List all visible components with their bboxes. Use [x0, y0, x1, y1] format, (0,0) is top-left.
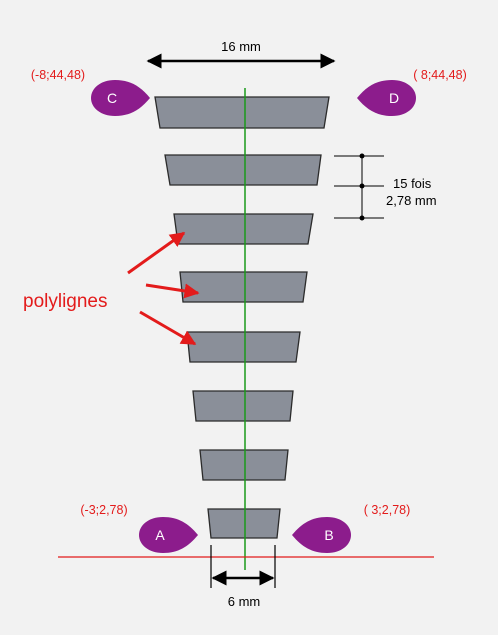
point-c-coords: (-8;44,48) [31, 68, 85, 82]
point-a-marker: A [139, 517, 198, 553]
point-b-marker: B [292, 517, 351, 553]
polyline-trapezoid-1 [154, 96, 330, 129]
polyline-trapezoids [154, 96, 330, 539]
step-size-label: 2,78 mm [386, 193, 437, 208]
polylines-pointer-arrows [127, 231, 200, 346]
polyline-trapezoid-8 [207, 508, 281, 539]
polyline-trapezoid-5 [186, 331, 301, 363]
polyline-trapezoid-4 [179, 271, 308, 303]
polyline-trapezoid-2 [164, 154, 322, 186]
bottom-width-dimension [210, 545, 276, 588]
point-d-letter: D [389, 90, 399, 106]
step-count-label: 15 fois [393, 176, 432, 191]
top-width-label: 16 mm [221, 39, 261, 54]
point-a-coords: (-3;2,78) [80, 503, 127, 517]
polyline-trapezoid-6 [192, 390, 294, 422]
point-d-coords: ( 8;44,48) [413, 68, 467, 82]
point-c-marker: C [91, 80, 150, 116]
polyline-trapezoid-7 [199, 449, 289, 481]
point-d-marker: D [357, 80, 416, 116]
point-a-letter: A [155, 527, 165, 543]
point-b-letter: B [324, 527, 333, 543]
point-c-letter: C [107, 90, 117, 106]
polyline-trapezoid-3 [173, 213, 314, 245]
step-dimension [334, 153, 384, 221]
point-b-coords: ( 3;2,78) [364, 503, 411, 517]
bottom-width-label: 6 mm [228, 594, 261, 609]
polylines-label: polylignes [23, 291, 108, 312]
